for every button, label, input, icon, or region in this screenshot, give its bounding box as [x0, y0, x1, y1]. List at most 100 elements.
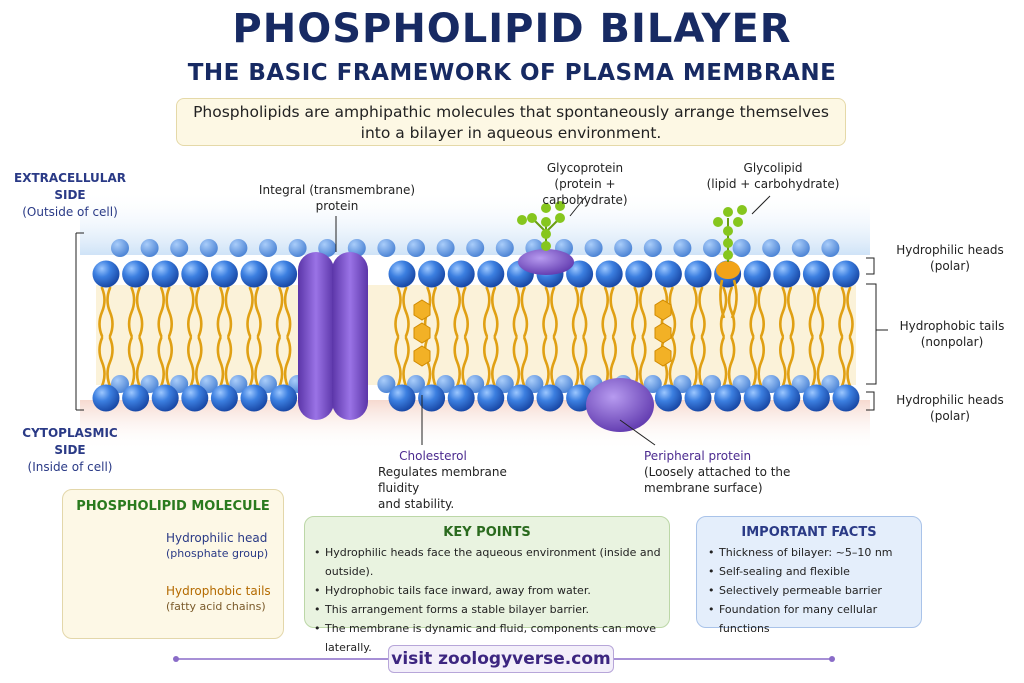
phospholipid-head-back [703, 239, 721, 257]
phospholipid-tail [224, 336, 233, 388]
phospholipid-tail [165, 286, 173, 338]
extracellular-sub: (Outside of cell) [22, 205, 118, 219]
facts-list: Thickness of bilayer: ~5–10 nm Self-seal… [707, 543, 921, 638]
phospholipid-head [418, 384, 446, 412]
phospholipid-head-back [732, 239, 751, 257]
phospholipid-tail [394, 336, 402, 388]
glycoprotein-label: Glycoprotein (protein + carbohydrate) [510, 160, 660, 208]
phospholipid-tail [195, 336, 203, 388]
phospholipid-tail [749, 286, 757, 338]
phospholipid-tail [779, 336, 787, 388]
phospholipid-head [210, 384, 238, 412]
phospholipid-tail [542, 286, 550, 338]
phospholipid-tail [216, 336, 225, 388]
phospholipid-tail [461, 336, 469, 388]
phospholipid-head-back [762, 239, 781, 257]
phospholipid-head-back [377, 375, 396, 393]
phospholipid-tail [106, 286, 114, 338]
peripheral-desc-1: (Loosely attached to the [644, 465, 791, 479]
phospholipid-head-back [791, 239, 810, 257]
phospholipid-tail [639, 336, 647, 388]
key-points-box: KEY POINTS Hydrophilic heads face the aq… [304, 516, 670, 654]
page-subtitle: THE BASIC FRAMEWORK OF PLASMA MEMBRANE [187, 60, 837, 86]
cholesterol-molecule-left [413, 299, 431, 367]
phospholipid-tail [402, 286, 410, 338]
phospholipid-tail [550, 286, 558, 338]
phospholipid-head [181, 384, 209, 412]
phospholipid-tail [283, 336, 292, 388]
phospholipid-tail [195, 286, 203, 338]
phospholipid-tail [127, 286, 136, 338]
glycoprotein-label-2: (protein + carbohydrate) [542, 177, 628, 207]
phospholipid-head [684, 384, 712, 412]
key-points-title: KEY POINTS [443, 525, 531, 540]
phospholipid-head [506, 384, 534, 412]
molecule-head-sub: (phosphate group) [166, 547, 269, 560]
phospholipid-head [566, 260, 594, 288]
phospholipid-head-back [584, 239, 603, 257]
cytoplasmic-label: CYTOPLASMIC SIDE (Inside of cell) [6, 425, 134, 476]
phospholipid-head [477, 384, 505, 412]
phospholipid-tail [453, 286, 461, 338]
phospholipid-tail [275, 336, 284, 388]
phospholipid-tail [106, 336, 114, 388]
phospholipid-head [92, 384, 120, 412]
fact-item: Self-sealing and flexible [707, 562, 921, 581]
phospholipid-tail [787, 286, 795, 338]
phospholipid-tail [550, 336, 558, 388]
phospholipid-tail [187, 336, 195, 388]
phospholipid-head-back [495, 239, 514, 257]
phospholipid-head [447, 384, 475, 412]
phospholipid-tail [579, 286, 588, 338]
facts-title: IMPORTANT FACTS [741, 525, 877, 540]
phospholipid-tail [512, 286, 521, 338]
heads-bottom-label: Hydrophilic heads (polar) [880, 392, 1020, 424]
phospholipid-tail [491, 286, 499, 338]
phospholipid-tail [165, 336, 173, 388]
glycoprotein-molecule [517, 201, 574, 275]
molecule-tail-label: Hydrophobic tails (fatty acid chains) [166, 583, 271, 615]
phospholipid-head-back [407, 239, 425, 257]
phospholipid-tail [431, 336, 440, 388]
phospholipid-head [122, 384, 150, 412]
heads-top-label-2: (polar) [930, 259, 970, 273]
phospholipid-head [388, 260, 416, 288]
phospholipid-molecule-box: PHOSPHOLIPID MOLECULE [62, 489, 284, 639]
molecule-head-label: Hydrophilic head (phosphate group) [166, 530, 268, 562]
phospholipid-tail [394, 286, 402, 338]
phospholipid-head [714, 384, 742, 412]
phospholipid-head-back [614, 239, 633, 257]
key-point-item: This arrangement forms a stable bilayer … [313, 600, 669, 619]
phospholipid-tail [601, 286, 609, 338]
phospholipid-tail [846, 286, 854, 338]
phospholipid-tail [542, 336, 550, 388]
integral-label-2: protein [315, 199, 359, 213]
tails-label-1: Hydrophobic tails [899, 319, 1005, 333]
phospholipid-head [477, 260, 505, 288]
phospholipid-head-back [673, 239, 692, 257]
phospholipid-tail [157, 336, 165, 388]
phospholipid-tail [757, 286, 765, 338]
website-link[interactable]: visit zoologyverse.com [388, 645, 614, 673]
phospholipid-tail [135, 286, 144, 338]
important-facts-box: IMPORTANT FACTS Thickness of bilayer: ~5… [696, 516, 922, 635]
heads-top-label: Hydrophilic heads (polar) [880, 242, 1020, 274]
phospholipid-tail [639, 286, 647, 338]
intro-line-2: into a bilayer in aqueous environment. [360, 124, 662, 142]
phospholipid-tail [157, 286, 165, 338]
phospholipid-tail [698, 336, 706, 388]
phospholipid-tail [520, 286, 529, 338]
molecule-tail-sub: (fatty acid chains) [166, 600, 266, 613]
key-point-item: Hydrophilic heads face the aqueous envir… [313, 543, 669, 581]
phospholipid-tail [779, 286, 787, 338]
glycoprotein-label-1: Glycoprotein [546, 161, 624, 175]
phospholipid-tail [698, 286, 706, 338]
phospholipid-tail [491, 336, 499, 388]
phospholipid-head [832, 260, 860, 288]
cholesterol-desc-2: and stability. [378, 497, 455, 511]
phospholipid-head [654, 260, 682, 288]
phospholipid-head [802, 384, 830, 412]
peripheral-protein-label: Peripheral protein (Loosely attached to … [644, 448, 794, 496]
cholesterol-desc-1: Regulates membrane fluidity [378, 465, 507, 495]
